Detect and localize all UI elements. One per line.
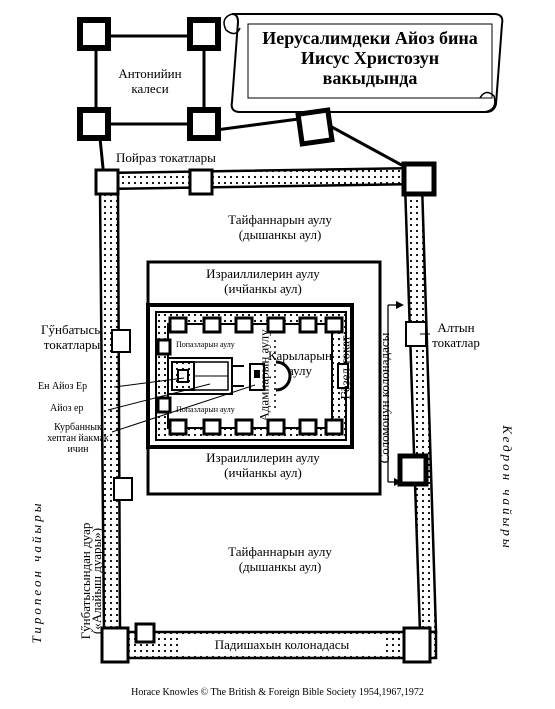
fish-gate-label: Пойраз токатлары: [116, 150, 216, 165]
title-line-2: Иисус Христозун: [300, 48, 440, 68]
israel-court-north: Израиллилерин аулу (ичйанкы аул): [206, 266, 320, 296]
title-line-3: вакыдында: [322, 68, 418, 88]
west-gates-label: Гӳнбатысы токатлары: [41, 322, 103, 352]
israel-court-south: Израиллилерин аулу (ичйанкы аул): [206, 450, 320, 480]
royal-colonnade-label: Падишахын колонадасы: [182, 637, 382, 652]
gozel-gate-label: Гӧзел токат: [337, 335, 353, 400]
priests-court-bottom-label: Попазларын аулу: [176, 405, 235, 414]
altar-label: Курбаннык хептан йакмак ичин: [47, 422, 109, 455]
gates: [94, 161, 437, 664]
solomon-arrows: [387, 301, 430, 486]
golden-gate-label: Алтын токатлар: [432, 320, 480, 350]
title-scroll: [223, 13, 504, 113]
gentiles-court-north: Тайфаннарын аулу (дышанкы аул): [228, 212, 332, 242]
holy-of-holies-label: Ен Айоз Ер: [38, 381, 88, 392]
title-line-1: Иерусалимдеки Айоз бина: [262, 28, 478, 48]
inner-temple: [146, 303, 354, 449]
tyropoeon-valley-label: Тиропеон чайыры: [29, 500, 44, 644]
copyright-credit: Horace Knowles © The British & Foreign B…: [131, 687, 424, 698]
adam-court-label: Адамнарын аулу: [256, 329, 272, 422]
antonia-label: Антонийин калеси: [118, 66, 182, 96]
gentiles-court-south: Тайфаннарын аулу (дышанкы аул): [228, 544, 332, 574]
west-door-label: Гӳнбатысындан дуар («Алайыш дуары»): [78, 522, 104, 640]
priests-court-label: Карыларын аулу: [268, 348, 332, 378]
priests-court-top-label: Попазларын аулу: [176, 340, 235, 349]
solomon-colonnade-label: Соломонун колонадасы: [377, 332, 392, 464]
pointer-lines: [107, 377, 256, 433]
kidron-valley-label: Кедрон чайыры: [500, 425, 515, 551]
map-title: Иерусалимдеки Айоз бина Иисус Христозун …: [250, 28, 490, 88]
holy-place-label: Айоз ер: [50, 403, 84, 414]
